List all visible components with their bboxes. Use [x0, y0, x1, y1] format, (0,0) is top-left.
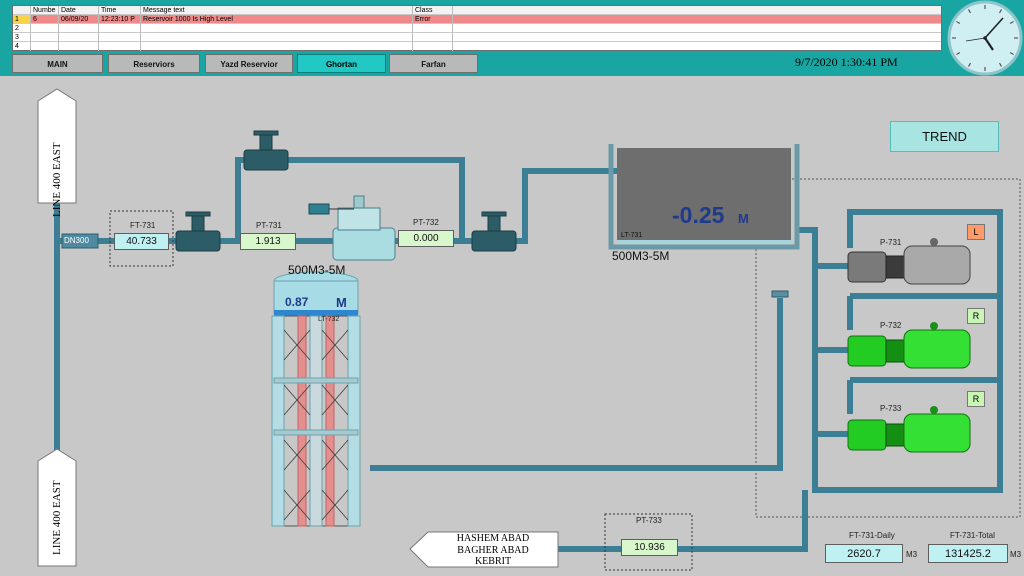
pump-p732-icon: [847, 322, 971, 369]
analog-clock-icon: [947, 0, 1023, 76]
alarm-class: [413, 33, 453, 42]
alarm-col-time: Time: [99, 6, 141, 15]
alarm-row[interactable]: 4: [13, 42, 941, 51]
reservoir-level-value: -0.25: [672, 202, 725, 228]
valve-icon: [175, 130, 517, 252]
tower-tag: LT-732: [318, 316, 340, 323]
alarm-row-index: 4: [13, 42, 31, 51]
alarm-col-class: Class: [413, 6, 453, 15]
pt733-label: PT-733: [636, 516, 662, 525]
nav-ghortan-button[interactable]: Ghortan: [297, 54, 386, 73]
pt731-value: 1.913: [240, 233, 296, 250]
alarm-col-date: Date: [59, 6, 99, 15]
control-valve-icon: [308, 195, 396, 261]
pump-p731-icon: [847, 238, 971, 285]
pump-p731-tag: P-731: [880, 238, 902, 247]
alarm-date: 06/09/20: [59, 15, 99, 24]
pump-p733-tag: P-733: [880, 404, 902, 413]
pump-p731-status[interactable]: L: [967, 224, 985, 240]
alarm-row-index: 3: [13, 33, 31, 42]
alarm-date: [59, 33, 99, 42]
ft731-label: FT-731: [130, 221, 156, 230]
pipe-network: [37, 88, 1021, 571]
ft-daily-label: FT-731-Daily: [849, 531, 895, 540]
alarm-col-number: Numbe: [31, 6, 59, 15]
ft-total-unit: M3: [1010, 550, 1022, 559]
ft731-value: 40.733: [114, 233, 169, 250]
tower-level-unit: M: [336, 295, 347, 310]
ft-daily-unit: M3: [906, 550, 918, 559]
pump-p732-tag: P-732: [880, 321, 902, 330]
reservoir-tag: LT-731: [621, 232, 643, 239]
alarm-time: [99, 42, 141, 51]
alarm-col-index: [13, 6, 31, 15]
ft-total-value: 131425.2: [928, 544, 1008, 563]
alarm-time: 12:23:10 P: [99, 15, 141, 24]
pt732-value: 0.000: [398, 230, 454, 247]
alarm-table-header: Numbe Date Time Message text Class: [13, 6, 941, 15]
reservoir-tank-icon: [608, 144, 800, 250]
alarm-number: [31, 42, 59, 51]
pt731-label: PT-731: [256, 221, 282, 230]
water-tower-icon: [271, 271, 361, 527]
pt733-value: 10.936: [621, 539, 678, 556]
alarm-message: [141, 33, 413, 42]
alarm-class: [413, 42, 453, 51]
alarm-date: [59, 24, 99, 33]
datetime-display: 9/7/2020 1:30:41 PM: [795, 55, 898, 69]
outlet-line-2: BAGHER ABAD: [457, 544, 529, 556]
alarm-row-index: 1: [13, 15, 31, 24]
pt732-label: PT-732: [413, 218, 439, 227]
ft-daily-value: 2620.7: [825, 544, 903, 563]
alarm-number: [31, 33, 59, 42]
dn300-label: DN300: [64, 236, 89, 245]
alarm-row-index: 2: [13, 24, 31, 33]
nav-reservoirs-button[interactable]: Reserviors: [108, 54, 200, 73]
outlet-line-1: HASHEM ABAD: [456, 533, 530, 544]
alarm-class: [413, 24, 453, 33]
tower-level-value: 0.87: [285, 295, 309, 309]
pump-p733-status[interactable]: R: [967, 391, 985, 407]
alarm-time: [99, 24, 141, 33]
line-400-east-bottom-label: LINE 400 EAST: [51, 480, 63, 556]
outlet-destinations: HASHEM ABAD BAGHER ABAD KEBRIT: [430, 533, 556, 568]
outlet-line-3: KEBRIT: [474, 556, 512, 567]
alarm-time: [99, 33, 141, 42]
alarm-col-message: Message text: [141, 6, 413, 15]
line-400-east-top-label: LINE 400 EAST: [51, 142, 63, 218]
tower-caption: 500M3-5M: [288, 263, 346, 277]
pump-p733-icon: [847, 406, 971, 453]
reservoir-caption: 500M3-5M: [612, 249, 670, 263]
alarm-message: Reservoir 1000 Is High Level: [141, 15, 413, 24]
pump-p732-status[interactable]: R: [967, 308, 985, 324]
alarm-row[interactable]: 1 6 06/09/20 12:23:10 P Reservoir 1000 I…: [13, 15, 941, 24]
alarm-number: 6: [31, 15, 59, 24]
nav-main-button[interactable]: MAIN: [12, 54, 103, 73]
nav-yazd-button[interactable]: Yazd Reservior: [205, 54, 293, 73]
alarm-message: [141, 42, 413, 51]
alarm-row[interactable]: 3: [13, 33, 941, 42]
ft-total-label: FT-731-Total: [950, 531, 995, 540]
reservoir-level-unit: M: [738, 211, 749, 226]
top-bar: Numbe Date Time Message text Class 1 6 0…: [0, 0, 1024, 76]
alarm-row[interactable]: 2: [13, 24, 941, 33]
trend-button[interactable]: TREND: [890, 121, 999, 152]
alarm-number: [31, 24, 59, 33]
alarm-date: [59, 42, 99, 51]
alarm-class: Error: [413, 15, 453, 24]
alarm-message: [141, 24, 413, 33]
process-diagram: LINE 400 EAST LINE 400 EAST DN300 FT-731…: [0, 76, 1024, 576]
nav-farfan-button[interactable]: Farfan: [389, 54, 478, 73]
alarm-table[interactable]: Numbe Date Time Message text Class 1 6 0…: [12, 5, 942, 51]
